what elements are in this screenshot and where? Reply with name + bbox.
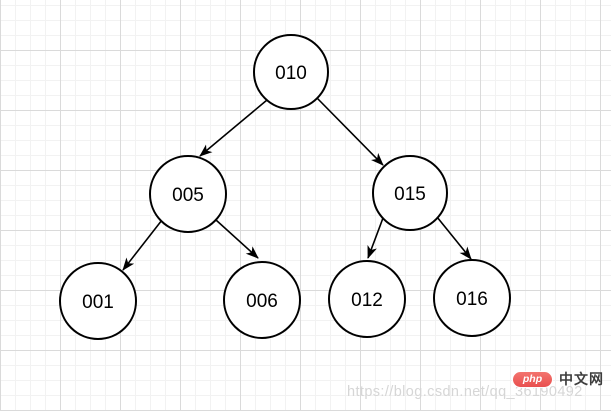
tree-edge-015-012 bbox=[367, 217, 384, 259]
tree-node-circle-010 bbox=[253, 34, 329, 110]
tree-node-label-012: 012 bbox=[351, 290, 383, 311]
tree-node-label-001: 001 bbox=[82, 292, 114, 313]
tree-node-circle-015 bbox=[372, 155, 448, 231]
tree-node-label-010: 010 bbox=[275, 63, 307, 84]
tree-node-label-006: 006 bbox=[246, 291, 278, 312]
tree-node-circle-016 bbox=[433, 259, 511, 337]
tree-edge-015-016 bbox=[436, 216, 472, 260]
tree-node-circle-006 bbox=[223, 261, 301, 339]
tree-node-label-016: 016 bbox=[456, 289, 488, 310]
tree-node-label-015: 015 bbox=[394, 184, 426, 205]
tree-node-circle-001 bbox=[59, 262, 137, 340]
tree-node-label-005: 005 bbox=[172, 185, 204, 206]
watermark-url: https://blog.csdn.net/qq_36190492 bbox=[347, 384, 583, 400]
tree-edge-005-001 bbox=[122, 219, 163, 271]
php-badge: php bbox=[513, 371, 552, 387]
php-cn-logo: php 中文网 bbox=[513, 369, 604, 389]
node-layer: 010 005 015 001 006 012 016 bbox=[59, 34, 511, 340]
tree-edge-010-005 bbox=[199, 99, 268, 157]
tree-node-circle-012 bbox=[328, 260, 406, 338]
tree-edge-010-015 bbox=[316, 97, 384, 166]
tree-node-circle-005 bbox=[149, 155, 227, 233]
site-name: 中文网 bbox=[559, 371, 604, 387]
tree-edge-005-006 bbox=[215, 219, 259, 259]
edge-layer bbox=[122, 97, 472, 271]
